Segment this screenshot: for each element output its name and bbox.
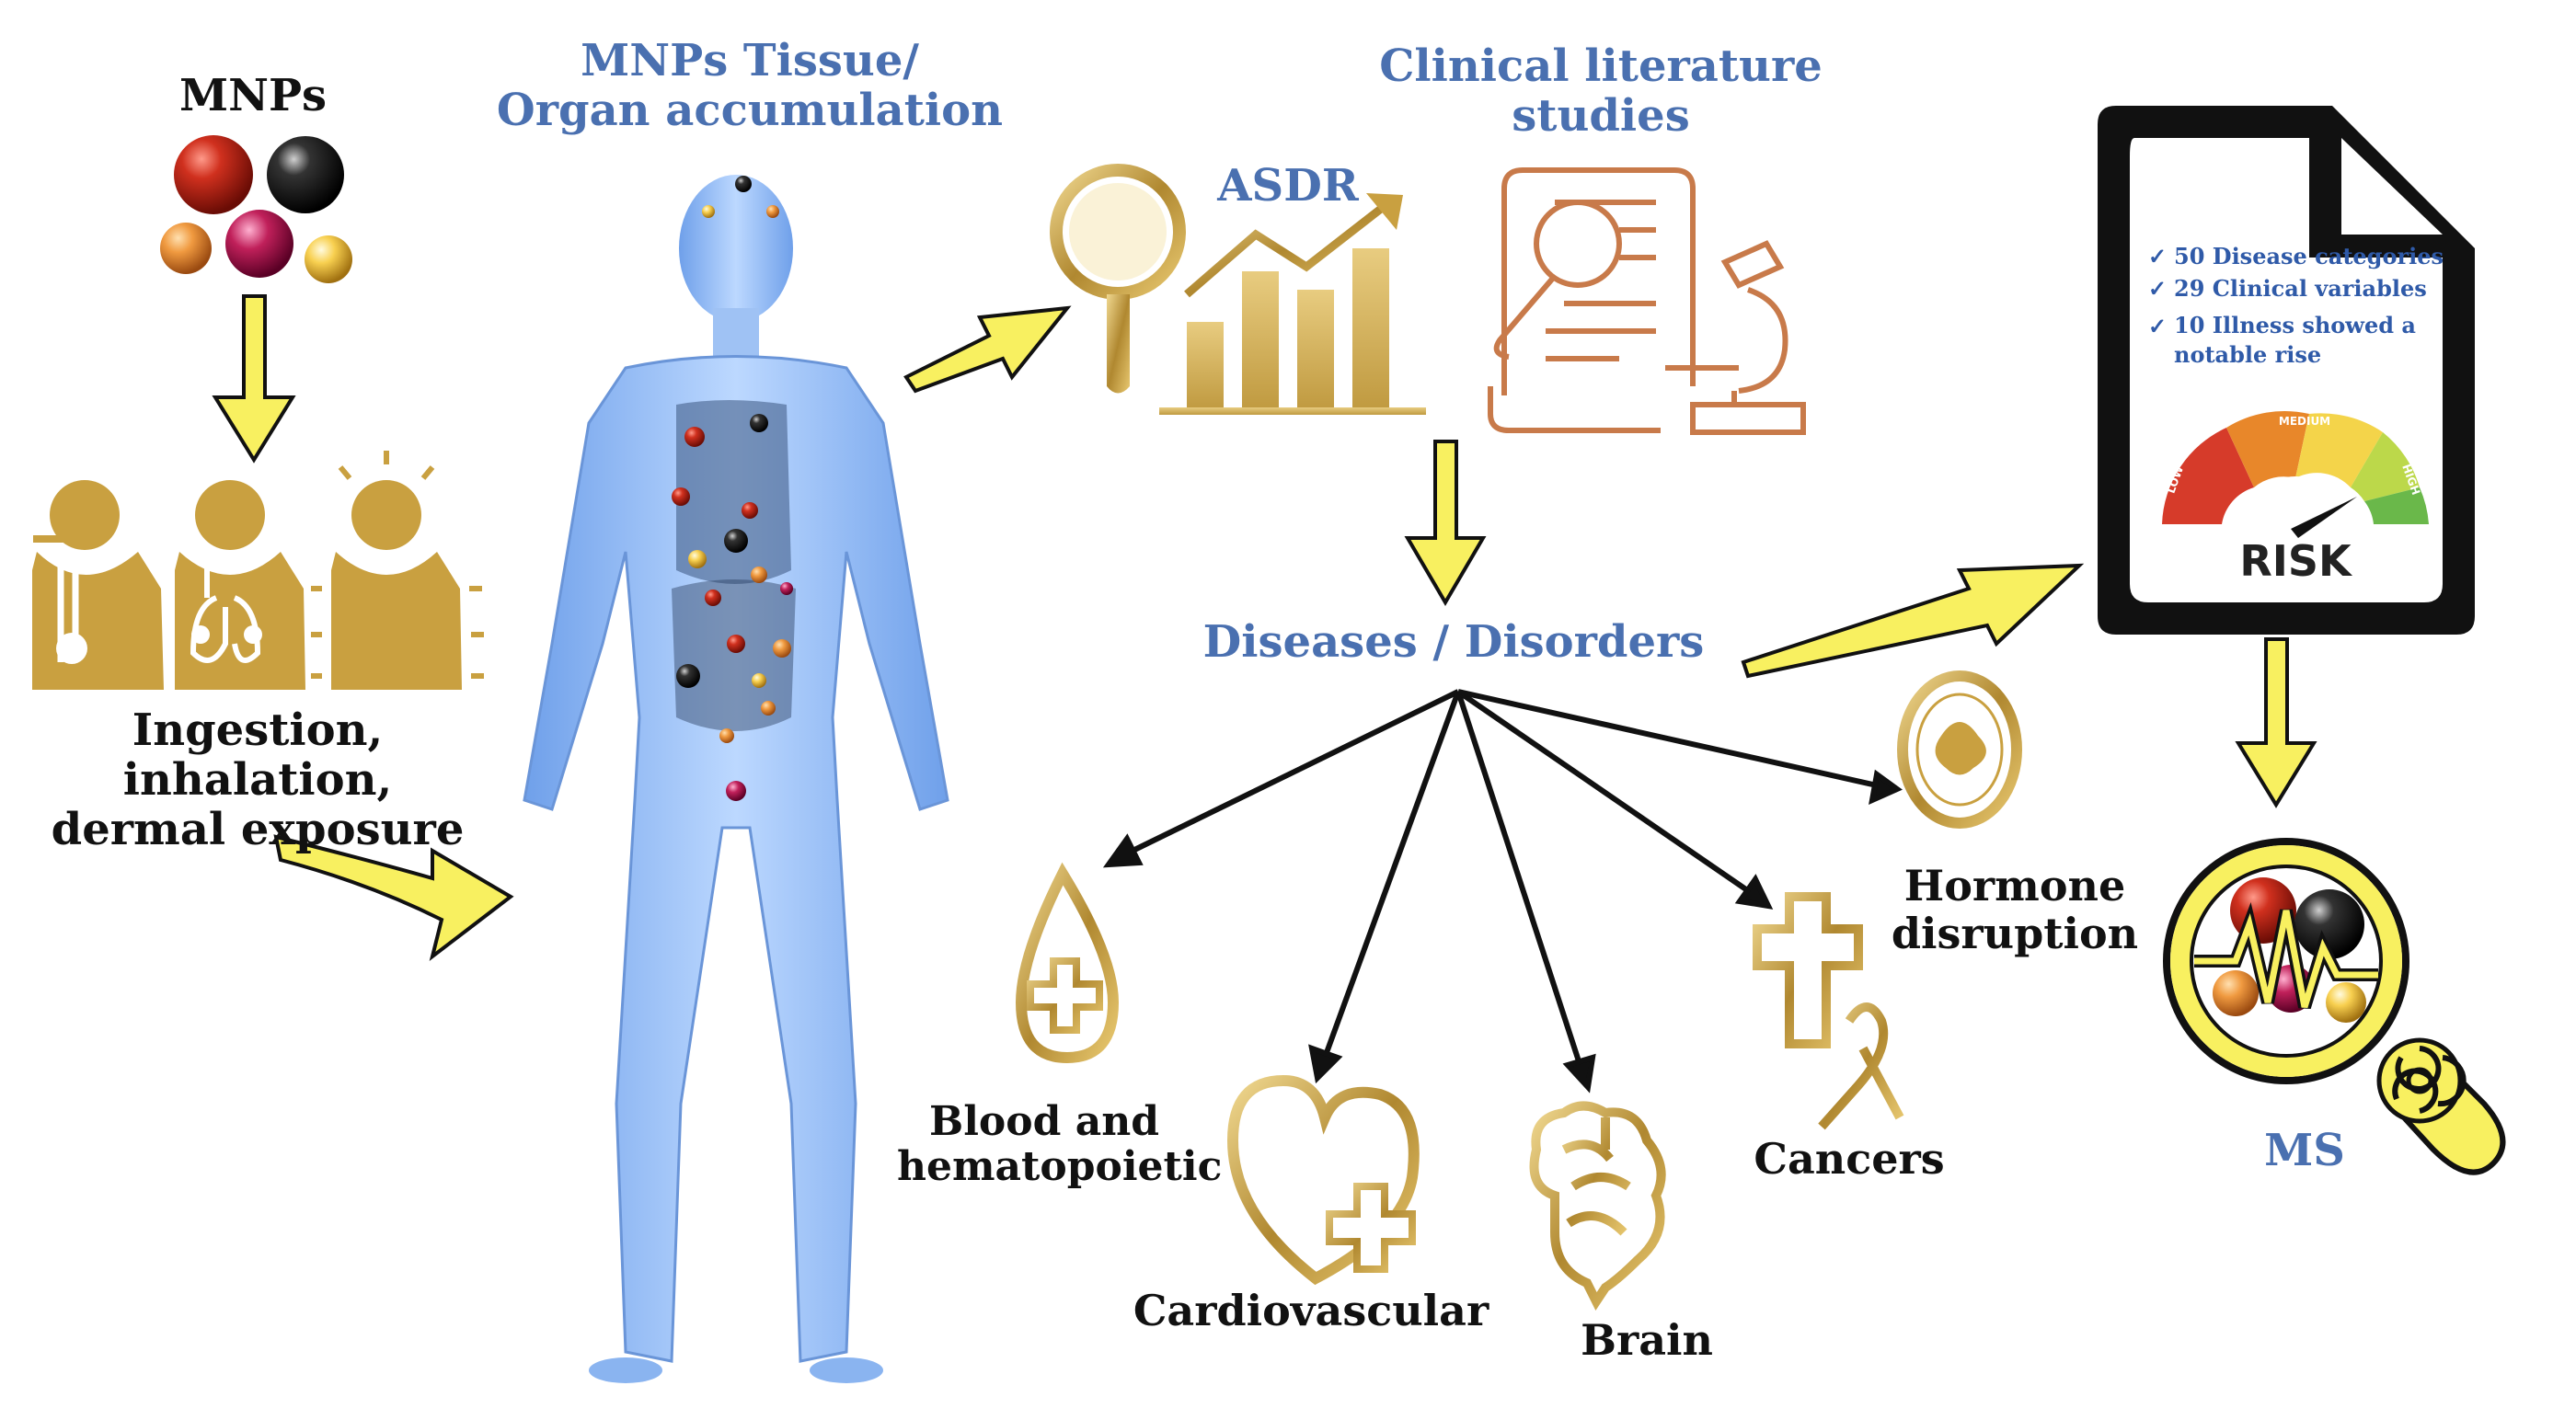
asdr-label: ASDR xyxy=(1217,160,1359,212)
arrow-curved-icon xyxy=(273,834,514,962)
mnps-label: MNPs xyxy=(178,70,328,121)
risk-document-icon xyxy=(2098,106,2475,635)
arrow-right-icon xyxy=(903,305,1072,394)
blood-drop-icon xyxy=(1015,862,1120,1064)
risk-label: RISK xyxy=(2239,536,2352,586)
literature-microscope-icon xyxy=(1488,167,1806,435)
disease-blood-label: Blood and hematopoietic xyxy=(897,1098,1223,1191)
risk-checklist: ✓50 Disease categories ✓29 Clinical vari… xyxy=(2148,241,2444,371)
check-icon: ✓ xyxy=(2148,274,2168,302)
risk-item: ✓29 Clinical variables xyxy=(2148,273,2427,305)
arrow-down-icon xyxy=(212,294,296,464)
arrow-right-icon xyxy=(1741,563,2085,679)
heart-icon xyxy=(1226,1074,1420,1286)
risk-item: ✓10 Illness showed a notable rise xyxy=(2148,311,2424,371)
risk-item-text: 29 Clinical variables xyxy=(2174,274,2427,302)
ingestion-icon xyxy=(32,480,164,690)
diseases-disorders-label: Diseases / Disorders xyxy=(1202,616,1705,668)
brain-icon xyxy=(1529,1101,1666,1311)
mnp-particles-icon xyxy=(160,135,352,283)
disease-cardiovascular-label: Cardiovascular xyxy=(1133,1286,1489,1335)
check-icon: ✓ xyxy=(2148,243,2168,269)
ms-label: MS xyxy=(2264,1125,2345,1176)
risk-item-text: 10 Illness showed a notable rise xyxy=(2174,311,2416,368)
arrow-down-icon xyxy=(2235,637,2317,808)
tissue-accumulation-title: MNPs Tissue/ Organ accumulation xyxy=(496,35,1004,136)
risk-item-text: 50 Disease categories xyxy=(2174,243,2444,269)
exposure-label: Ingestion, inhalation, dermal exposure xyxy=(51,704,465,855)
disease-brain-label: Brain xyxy=(1581,1315,1713,1365)
disease-hormone-label: Hormone disruption xyxy=(1891,861,2139,958)
arrow-down-icon xyxy=(1404,440,1487,606)
clinical-literature-title: Clinical literature studies xyxy=(1379,40,1823,142)
human-body-icon xyxy=(523,175,949,1383)
cancer-ribbon-icon xyxy=(1753,892,1904,1130)
gauge-medium-label: MEDIUM xyxy=(2278,415,2331,428)
inhalation-icon xyxy=(175,480,305,690)
hormone-ring-icon xyxy=(1897,670,2022,829)
check-icon: ✓ xyxy=(2148,312,2168,339)
dermal-icon xyxy=(311,451,484,690)
disease-cancers-label: Cancers xyxy=(1754,1134,1945,1184)
magnifier-chart-icon xyxy=(1050,164,1426,415)
ms-magnifier-icon xyxy=(2163,838,2506,1175)
disease-branch-arrows xyxy=(1102,689,1903,1094)
risk-item: ✓50 Disease categories xyxy=(2148,241,2444,273)
